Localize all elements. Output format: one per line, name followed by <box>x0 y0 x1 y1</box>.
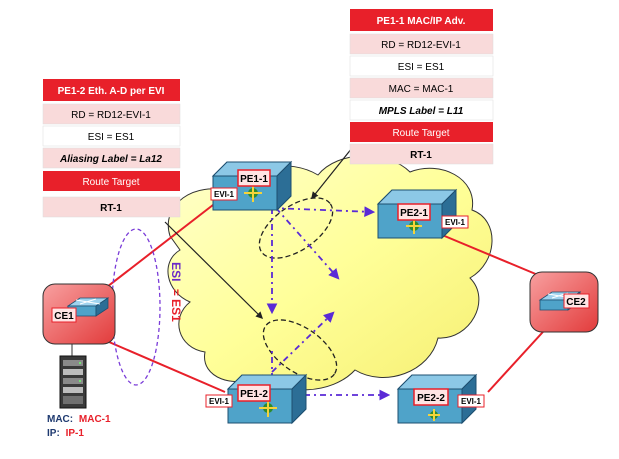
pe12-table-rt-value: RT-1 <box>100 203 122 214</box>
pe11-table-esi: ESI = ES1 <box>398 62 445 73</box>
pe12-label: PE1-2 <box>240 389 268 400</box>
pe11-table-rt-value: RT-1 <box>410 150 432 161</box>
router-icon <box>406 218 422 234</box>
pe21-label: PE2-1 <box>400 208 428 219</box>
host-mac: MAC: MAC-1 <box>47 414 111 425</box>
pe12-table-rt-header: Route Target <box>82 177 139 188</box>
pe22-label: PE2-2 <box>417 393 445 404</box>
host-ip-value: IP-1 <box>66 428 85 439</box>
esi-label: ESI = ES1 <box>169 262 183 322</box>
router-pe11[interactable]: PE1-1 EVI-1 <box>210 160 293 212</box>
host-ip-label: IP: <box>47 428 60 439</box>
router-icon <box>244 184 262 202</box>
pe12-route-table: PE1-2 Eth. A-D per EVI RD = RD12-EVI-1 E… <box>42 79 181 218</box>
ce1-device[interactable]: CE1 <box>42 283 116 345</box>
pe11-table-mac: MAC = MAC-1 <box>389 84 454 95</box>
pe12-forward-ellipse <box>262 319 338 381</box>
pe12-table-label: Aliasing Label = La12 <box>59 154 162 165</box>
callout-arrows <box>164 147 353 320</box>
pe11-table-rt-header: Route Target <box>392 128 449 139</box>
pe11-evi: EVI-1 <box>214 190 235 199</box>
pe11-table-header: PE1-1 MAC/IP Adv. <box>377 16 466 27</box>
router-pe12[interactable]: PE1-2 EVI-1 <box>205 373 308 425</box>
svg-text:ESI = ES1: ESI = ES1 <box>169 262 183 322</box>
esi-label-prefix: ESI <box>169 262 183 281</box>
router-pe21[interactable]: PE2-1 EVI-1 <box>376 188 469 240</box>
ce2-device[interactable]: CE2 <box>529 271 599 333</box>
pe12-table-rd: RD = RD12-EVI-1 <box>71 110 151 121</box>
esi-label-value: = ES1 <box>169 289 183 322</box>
pe12-evi: EVI-1 <box>209 397 230 406</box>
pe22-evi: EVI-1 <box>461 397 482 406</box>
pe12-table-esi: ESI = ES1 <box>88 132 135 143</box>
host-mac-label: MAC: <box>47 414 73 425</box>
pe11-route-table: PE1-1 MAC/IP Adv. RD = RD12-EVI-1 ESI = … <box>349 9 494 165</box>
host-ip: IP: IP-1 <box>47 428 84 439</box>
router-icon <box>259 399 277 417</box>
pe21-evi: EVI-1 <box>445 218 466 227</box>
ce1-label: CE1 <box>54 311 74 322</box>
router-pe22[interactable]: PE2-2 EVI-1 <box>396 373 485 425</box>
host-mac-value: MAC-1 <box>79 414 111 425</box>
server-rack-icon <box>59 355 87 409</box>
pe11-table-label: MPLS Label = L11 <box>379 106 464 117</box>
pe11-table-rd: RD = RD12-EVI-1 <box>381 40 461 51</box>
ce2-label: CE2 <box>566 297 586 308</box>
pe11-label: PE1-1 <box>240 174 268 185</box>
router-icon <box>428 409 440 421</box>
pe12-table-header: PE1-2 Eth. A-D per EVI <box>58 86 165 97</box>
